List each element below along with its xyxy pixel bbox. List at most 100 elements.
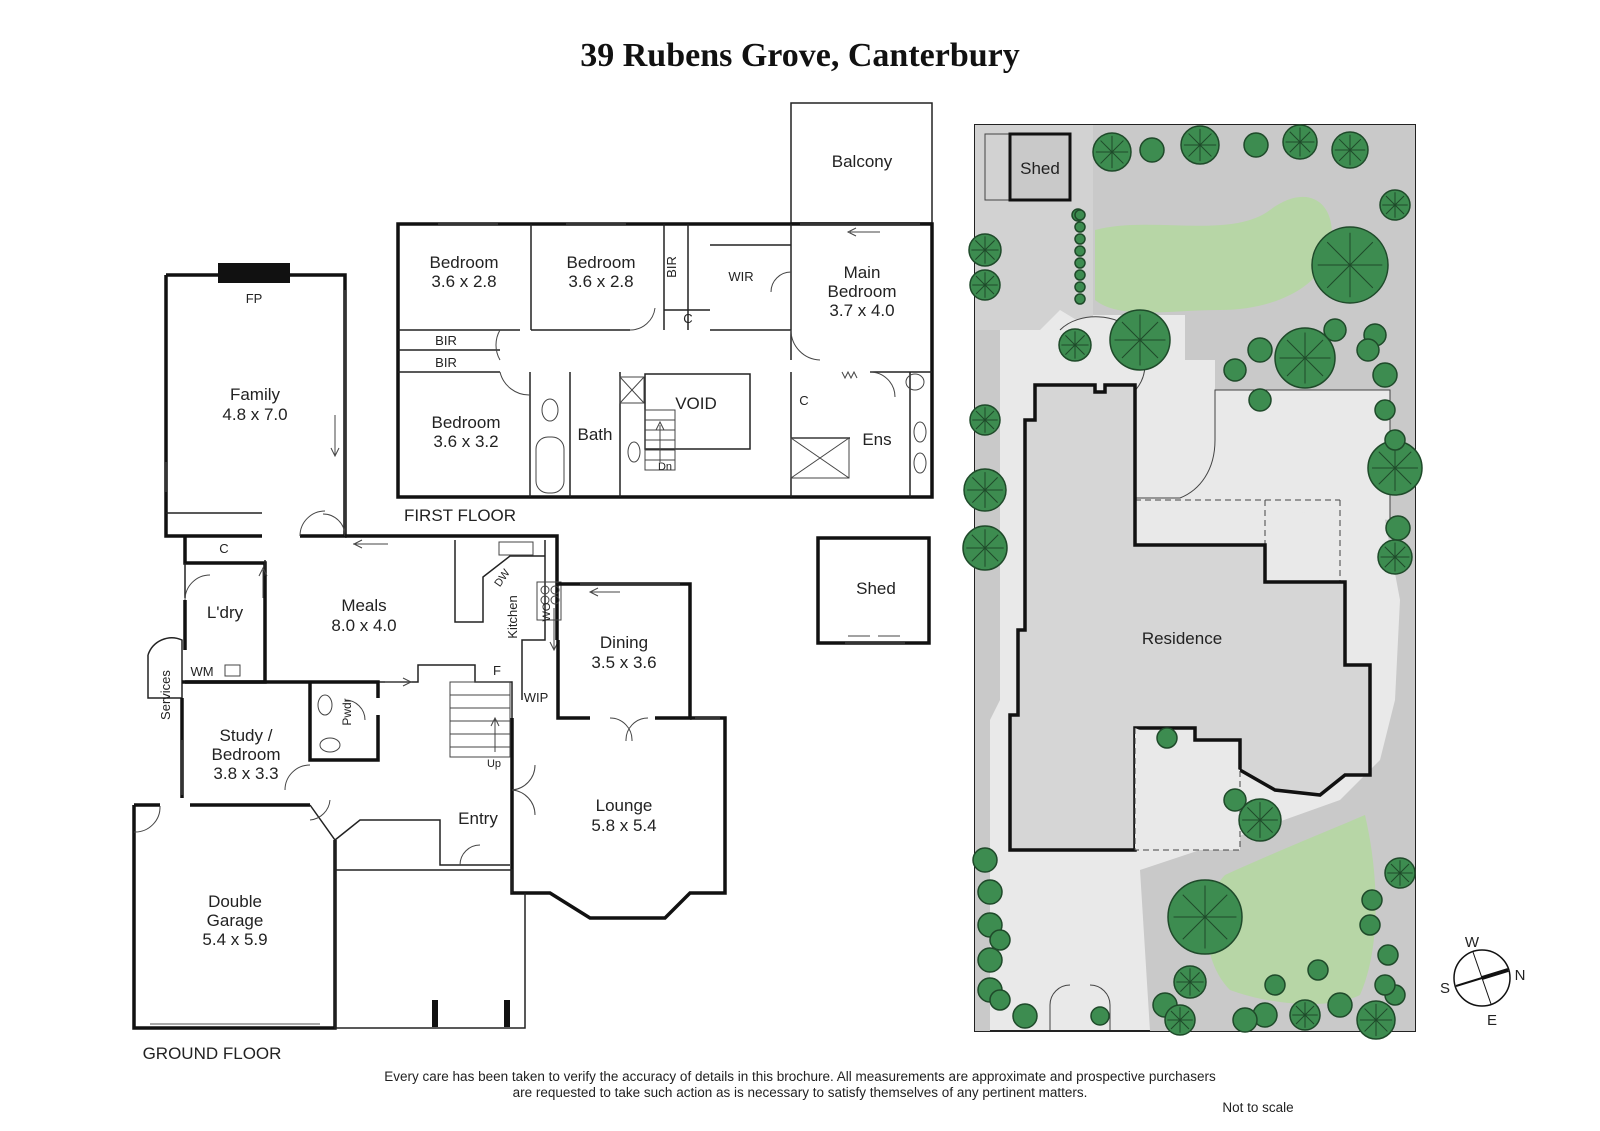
main-bedroom-label-2: Bedroom <box>828 282 897 301</box>
tree-branch <box>984 489 998 503</box>
tree-branch <box>1304 357 1324 377</box>
lounge-dims: 5.8 x 5.4 <box>591 816 656 835</box>
tree-branch <box>1304 339 1324 359</box>
bedroom-2-dims: 3.6 x 2.8 <box>568 272 633 291</box>
tree-branch <box>1259 807 1273 821</box>
tree-branch <box>1182 916 1206 940</box>
tree-branch <box>1394 467 1412 485</box>
tree-branch <box>984 477 998 491</box>
stairs-down-label: Dn <box>658 461 672 473</box>
tree-branch <box>984 240 995 251</box>
tree-branch <box>984 419 995 430</box>
bedroom-1-dims: 3.6 x 2.8 <box>431 272 496 291</box>
tree-branch <box>1179 1019 1190 1030</box>
bathtub <box>535 436 565 494</box>
tree-icon <box>1377 944 1399 966</box>
tree-branch <box>1286 339 1306 359</box>
tree-branch <box>1065 344 1076 355</box>
tree-branch <box>984 534 999 549</box>
tree-branch <box>1326 241 1351 266</box>
front-lawn <box>1206 815 1376 1005</box>
tree-branch <box>972 477 986 491</box>
tree-branch <box>1299 141 1311 153</box>
bedroom-1-label: Bedroom <box>430 253 499 272</box>
tree-branch <box>1394 204 1405 215</box>
study-label-2: Bedroom <box>212 745 281 764</box>
fridge-label: F <box>493 663 501 678</box>
compass-e: E <box>1487 1012 1497 1029</box>
tree-icon <box>1359 914 1381 936</box>
balcony-label: Balcony <box>832 152 893 171</box>
tree-icon <box>1156 727 1178 749</box>
wip-label: WIP <box>524 690 549 705</box>
tree-icon <box>1223 788 1247 812</box>
tree-branch <box>1399 872 1410 883</box>
tree-branch <box>1074 344 1085 355</box>
tree-icon <box>1323 318 1347 342</box>
tree-branch <box>1199 133 1212 146</box>
tree-icon <box>1243 132 1269 158</box>
tree-icon <box>972 847 998 873</box>
bedroom-2-label: Bedroom <box>567 253 636 272</box>
wir-label: WIR <box>728 269 753 284</box>
tree-branch <box>975 419 986 430</box>
void-label: VOID <box>675 394 717 413</box>
tree-branch <box>1247 819 1261 833</box>
tree-branch <box>1188 144 1201 157</box>
tree-icon <box>1374 399 1396 421</box>
tree-branch <box>984 547 999 562</box>
tree-branch <box>1299 131 1311 143</box>
tree-branch <box>1111 151 1124 164</box>
tree-branch <box>1390 872 1401 883</box>
tree-branch <box>1259 819 1273 833</box>
tree-branch <box>1349 241 1374 266</box>
tree-branch <box>984 249 995 260</box>
tree-branch <box>1179 1010 1190 1021</box>
tree-icon <box>989 929 1011 951</box>
tree-icon <box>1012 1003 1038 1029</box>
bir-a-label: BIR <box>435 333 457 348</box>
tree-branch <box>1385 195 1396 206</box>
tree-branch <box>1111 140 1124 153</box>
tree-branch <box>975 410 986 421</box>
tree-branch <box>1204 916 1228 940</box>
tree-branch <box>1180 972 1191 983</box>
tree-branch <box>1188 133 1201 146</box>
tree-branch <box>1247 807 1261 821</box>
tree-branch <box>1182 894 1206 918</box>
tree-icon <box>1356 338 1380 362</box>
tree-icon <box>1307 959 1329 981</box>
tree-branch <box>971 534 986 549</box>
tree-branch <box>1394 546 1406 558</box>
tree-icon <box>977 947 1003 973</box>
disclaimer-line-2: are requested to take such action as is … <box>513 1085 1088 1100</box>
tree-branch <box>1394 195 1405 206</box>
tree-branch <box>984 284 995 295</box>
tree-branch <box>1390 863 1401 874</box>
tree-branch <box>1189 981 1200 992</box>
tree-branch <box>1304 1005 1315 1016</box>
meals-label: Meals <box>341 596 386 615</box>
tree-branch <box>1139 321 1159 341</box>
page-title: 39 Rubens Grove, Canterbury <box>580 37 1020 74</box>
tree-icon <box>1327 992 1353 1018</box>
tree-branch <box>1121 321 1141 341</box>
first-floor-plan: Bedroom 3.6 x 2.8 Bedroom 3.6 x 2.8 Bedr… <box>396 102 934 525</box>
shrub-icon <box>1074 293 1086 305</box>
tree-branch <box>984 410 995 421</box>
dining-label: Dining <box>600 633 648 652</box>
disclaimer-line-1: Every care has been taken to verify the … <box>384 1069 1216 1084</box>
tree-icon <box>1372 362 1398 388</box>
tree-branch <box>1304 1014 1315 1025</box>
tree-branch <box>1180 981 1191 992</box>
family-label: Family <box>230 385 281 404</box>
tree-icon <box>977 879 1003 905</box>
tree-branch <box>971 547 986 562</box>
ensuite-label: Ens <box>862 430 891 449</box>
tree-branch <box>1384 546 1396 558</box>
tree-icon <box>1248 388 1272 412</box>
dishwasher-label: DW <box>492 567 513 589</box>
tree-branch <box>1065 335 1076 346</box>
tree-branch <box>1286 357 1306 377</box>
center-shed-label: Shed <box>856 579 896 598</box>
